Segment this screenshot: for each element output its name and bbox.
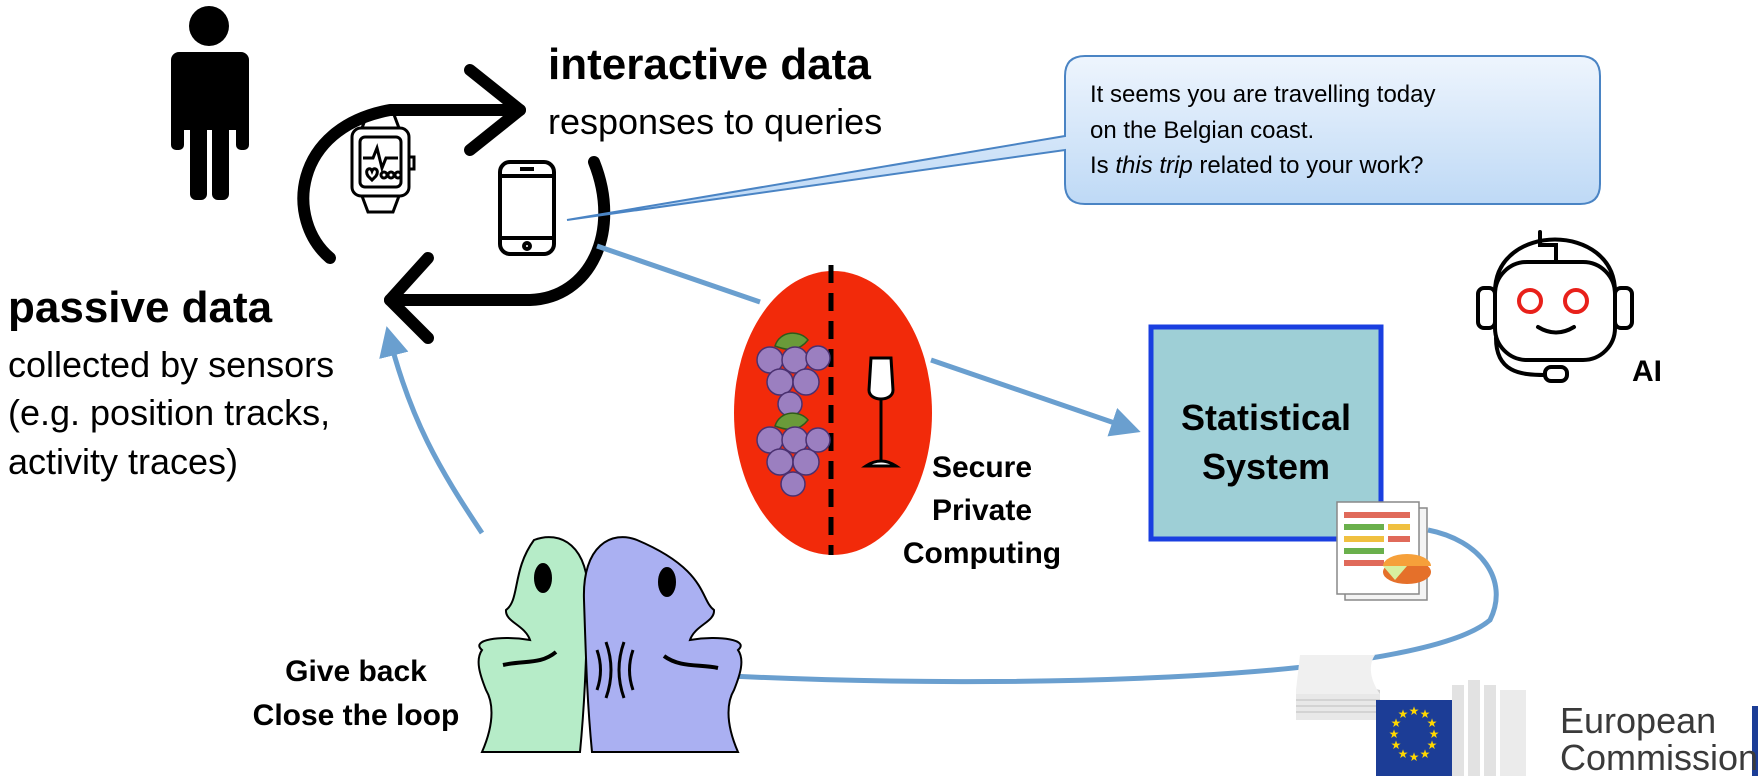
giveback-line-1: Give back (285, 655, 427, 688)
svg-text:★: ★ (1427, 716, 1438, 730)
ec-logo-line-1: European (1560, 700, 1717, 741)
smartphone-icon (498, 160, 556, 256)
statistical-system-line-2: System (1201, 446, 1331, 487)
svg-text:★: ★ (1427, 738, 1438, 752)
ai-label: AI (1632, 355, 1662, 388)
grapes-icon (756, 332, 831, 497)
giveback-line-2: Close the loop (252, 699, 460, 732)
interactive-data-title: interactive data (548, 40, 871, 89)
svg-text:★: ★ (1391, 738, 1402, 752)
svg-text:★: ★ (1420, 707, 1431, 721)
svg-text:★: ★ (1420, 747, 1431, 761)
robot-icon (1476, 230, 1634, 383)
speech-bubble (566, 55, 1601, 221)
bubble-emphasis: this trip (1115, 152, 1193, 179)
svg-text:★: ★ (1409, 750, 1420, 764)
passive-data-line-1: collected by sensors (8, 344, 335, 385)
ec-logo-line-2: Commission (1560, 737, 1759, 778)
interactive-data-subtitle: responses to queries (548, 101, 883, 142)
secure-label-line-3: Computing (902, 537, 1062, 570)
secure-label-line-1: Secure (931, 451, 1033, 484)
smartwatch-icon (350, 110, 416, 214)
ec-logo: ★ ★★ ★★ ★★ ★★ ★★ ★ (1296, 655, 1758, 776)
bubble-text-line-2: on the Belgian coast. (1090, 117, 1315, 144)
passive-data-line-2: (e.g. position tracks, (8, 392, 331, 433)
passive-data-line-3: activity traces) (8, 441, 239, 482)
svg-text:★: ★ (1429, 727, 1440, 741)
person-icon (171, 6, 249, 200)
svg-text:★: ★ (1409, 704, 1420, 718)
passive-data-title: passive data (8, 283, 273, 332)
talking-faces-icon (477, 536, 743, 753)
flow-arrows (379, 243, 1499, 685)
svg-text:★: ★ (1391, 716, 1402, 730)
bubble-text-line-3: Is this trip related to your work? (1090, 152, 1424, 179)
cycle-arrows (297, 64, 611, 344)
report-icon (1336, 501, 1431, 601)
svg-text:★: ★ (1398, 707, 1409, 721)
svg-text:★: ★ (1398, 747, 1409, 761)
bubble-text-line-1: It seems you are travelling today (1090, 81, 1436, 108)
svg-text:★: ★ (1389, 727, 1400, 741)
statistical-system-line-1: Statistical (1180, 397, 1352, 438)
wine-glass-icon (861, 356, 901, 468)
secure-label-line-2: Private (931, 494, 1033, 527)
